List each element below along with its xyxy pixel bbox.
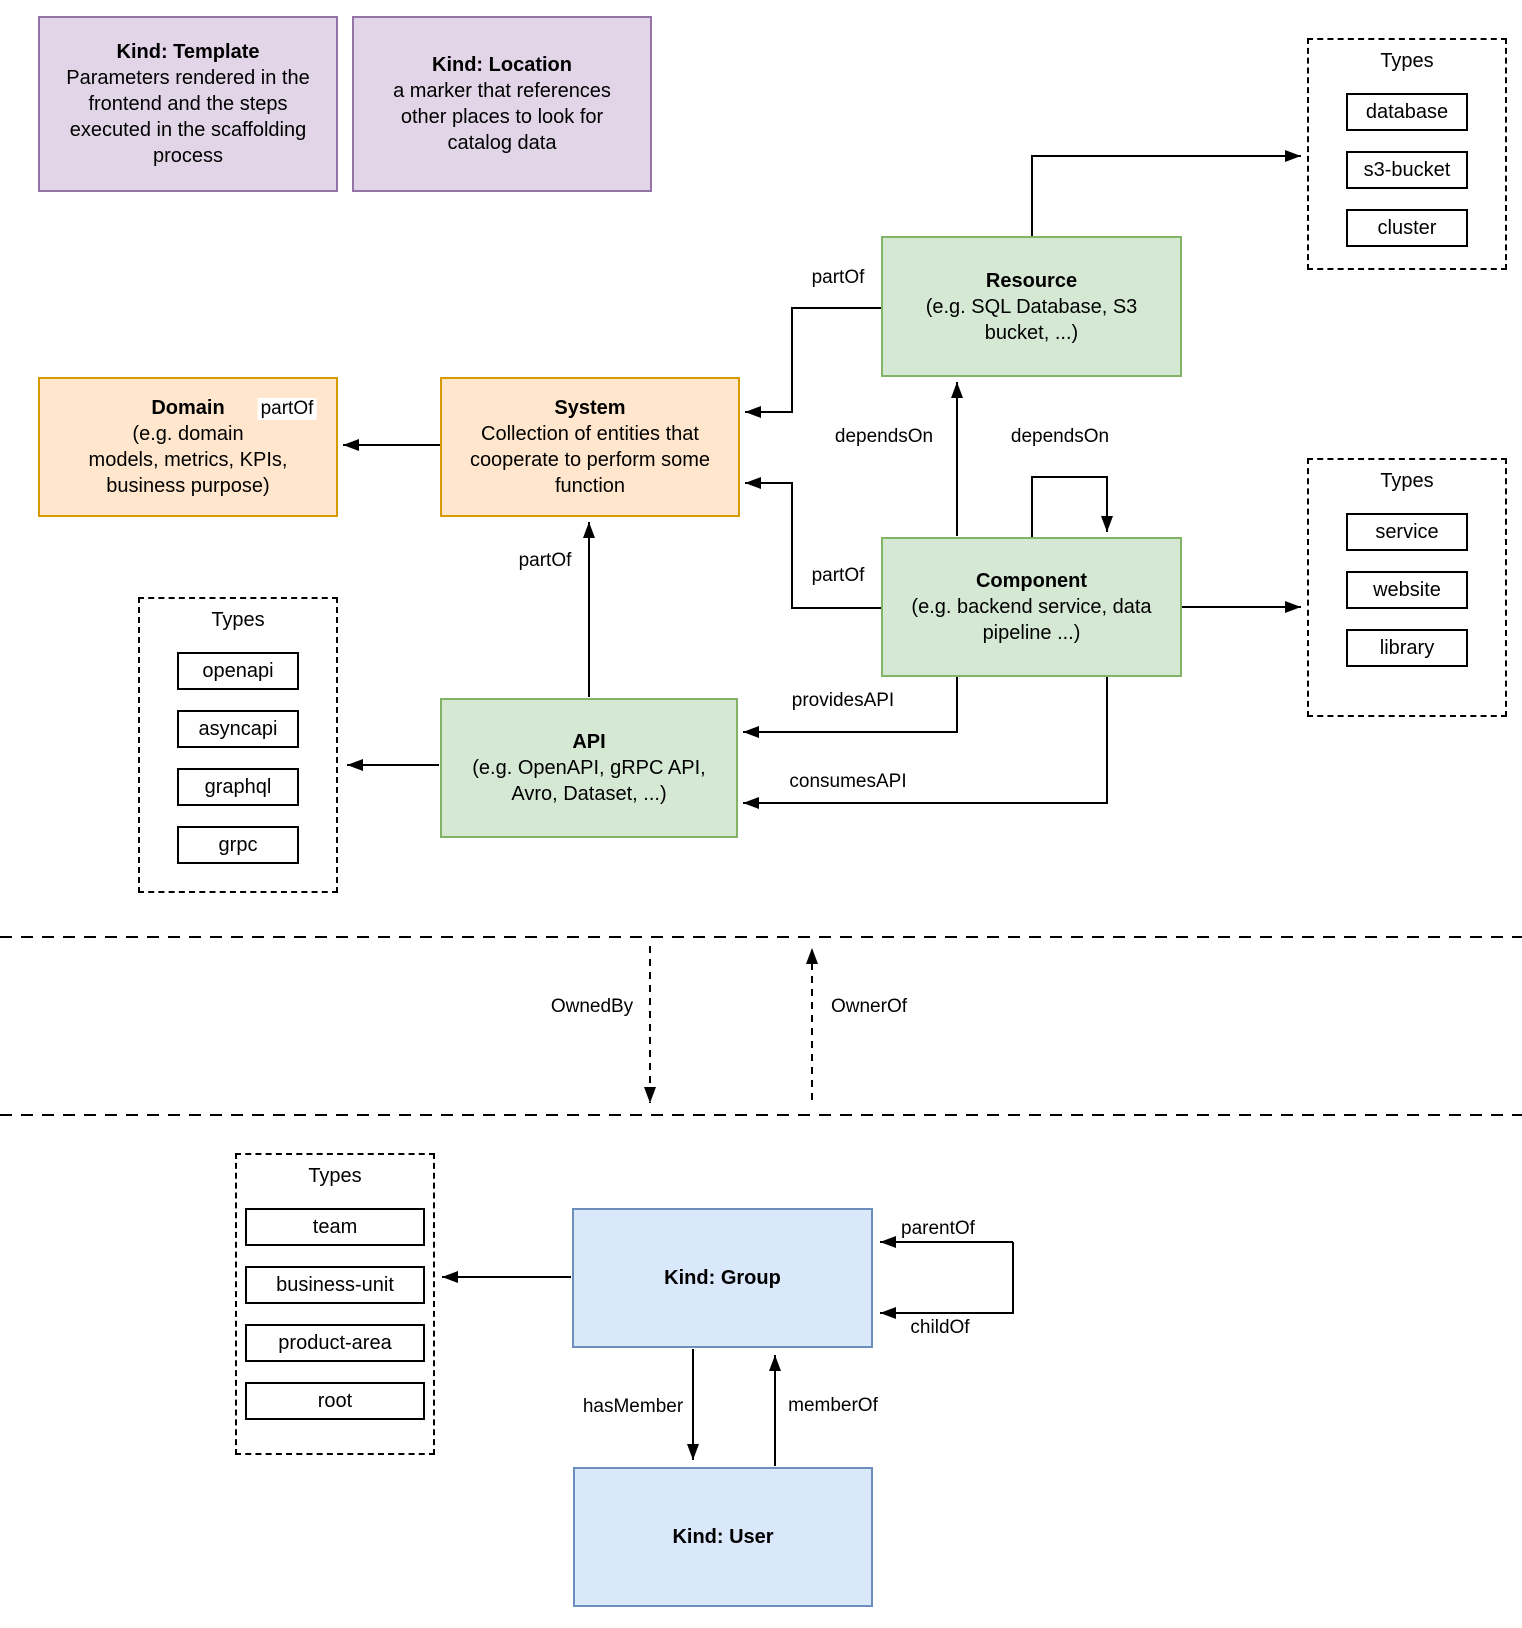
type-item: library xyxy=(1346,629,1468,667)
edge-component-consumesapi-api xyxy=(743,676,1108,809)
type-item: s3-bucket xyxy=(1346,151,1468,189)
type-item: asyncapi xyxy=(177,710,299,748)
type-item: database xyxy=(1346,93,1468,131)
type-item: grpc xyxy=(177,826,299,864)
types-box-resource: Types database s3-bucket cluster xyxy=(1307,38,1507,270)
edge-label-consumesapi: consumesAPI xyxy=(786,771,910,793)
type-item: openapi xyxy=(177,652,299,690)
edge-label-partof-resource: partOf xyxy=(808,267,868,289)
node-body: (e.g. SQL Database, S3 bucket, ...) xyxy=(925,295,1138,344)
types-title: Types xyxy=(1380,470,1434,492)
edge-label-providesapi: providesAPI xyxy=(788,690,898,712)
types-title: Types xyxy=(1380,50,1434,72)
node-title: Kind: User xyxy=(672,1526,774,1548)
node-body: (e.g. backend service, data pipeline ...… xyxy=(911,596,1152,644)
edge-group-childof xyxy=(880,1242,1014,1319)
edge-label-parentof: parentOf xyxy=(898,1218,978,1240)
node-title: Kind: Group xyxy=(664,1267,781,1289)
edge-resource-partof-system xyxy=(745,307,881,418)
edge-component-partof-system xyxy=(745,477,881,609)
node-title: API xyxy=(572,731,606,753)
node-body: Collection of entities that cooperate to… xyxy=(469,423,711,497)
types-items: service website library xyxy=(1309,513,1505,667)
node-title: Resource xyxy=(985,269,1078,292)
type-item: product-area xyxy=(245,1324,425,1362)
node-body: a marker that references other places to… xyxy=(393,80,611,154)
node-body: (e.g. domain models, metrics, KPIs, busi… xyxy=(88,423,288,497)
node-kind-template: Kind: Template Parameters rendered in th… xyxy=(38,16,338,192)
edge-label-childof: childOf xyxy=(907,1317,973,1339)
node-title: Component xyxy=(975,570,1088,592)
node-body: Parameters rendered in the frontend and … xyxy=(66,67,310,167)
type-item: root xyxy=(245,1382,425,1420)
node-body: (e.g. OpenAPI, gRPC API, Avro, Dataset, … xyxy=(472,757,706,805)
node-title: Domain xyxy=(151,397,225,419)
type-item: website xyxy=(1346,571,1468,609)
types-box-group: Types team business-unit product-area ro… xyxy=(235,1153,435,1455)
types-box-api: Types openapi asyncapi graphql grpc xyxy=(138,597,338,893)
node-resource: Resource (e.g. SQL Database, S3 bucket, … xyxy=(881,236,1182,377)
node-title: Kind: Location xyxy=(432,54,572,76)
edge-label-partof-api: partOf xyxy=(515,550,575,572)
edge-label-partof-system: partOf xyxy=(257,398,317,420)
node-kind-location: Kind: Location a marker that references … xyxy=(352,16,652,192)
node-api: API (e.g. OpenAPI, gRPC API, Avro, Datas… xyxy=(440,698,738,838)
node-title: Kind: Template xyxy=(116,41,260,63)
node-system: System Collection of entities that coope… xyxy=(440,377,740,517)
edge-label-dependson-self: dependsOn xyxy=(1007,426,1113,448)
node-kind-user: Kind: User xyxy=(573,1467,873,1607)
type-item: cluster xyxy=(1346,209,1468,247)
types-box-component: Types service website library xyxy=(1307,458,1507,717)
node-title: System xyxy=(554,397,626,419)
type-item: service xyxy=(1346,513,1468,551)
type-item: business-unit xyxy=(245,1266,425,1304)
type-item: team xyxy=(245,1208,425,1246)
node-component: Component (e.g. backend service, data pi… xyxy=(881,537,1182,677)
types-title: Types xyxy=(308,1165,362,1187)
edge-label-partof-component: partOf xyxy=(808,565,868,587)
edge-label-dependson-resource: dependsOn xyxy=(831,426,937,448)
types-items: team business-unit product-area root xyxy=(237,1208,433,1420)
edge-component-dependson-self xyxy=(1031,476,1113,537)
node-kind-group: Kind: Group xyxy=(572,1208,873,1348)
edge-label-hasmember: hasMember xyxy=(579,1396,687,1418)
types-title: Types xyxy=(211,609,265,631)
type-item: graphql xyxy=(177,768,299,806)
types-items: openapi asyncapi graphql grpc xyxy=(140,652,336,864)
edge-label-ownedby: OwnedBy xyxy=(547,996,637,1018)
types-items: database s3-bucket cluster xyxy=(1309,93,1505,247)
edge-component-providesapi-api xyxy=(743,676,958,738)
edge-resource-to-resource-types xyxy=(1031,150,1301,237)
edge-label-ownerof: OwnerOf xyxy=(827,996,911,1018)
edge-label-memberof: memberOf xyxy=(785,1395,881,1417)
